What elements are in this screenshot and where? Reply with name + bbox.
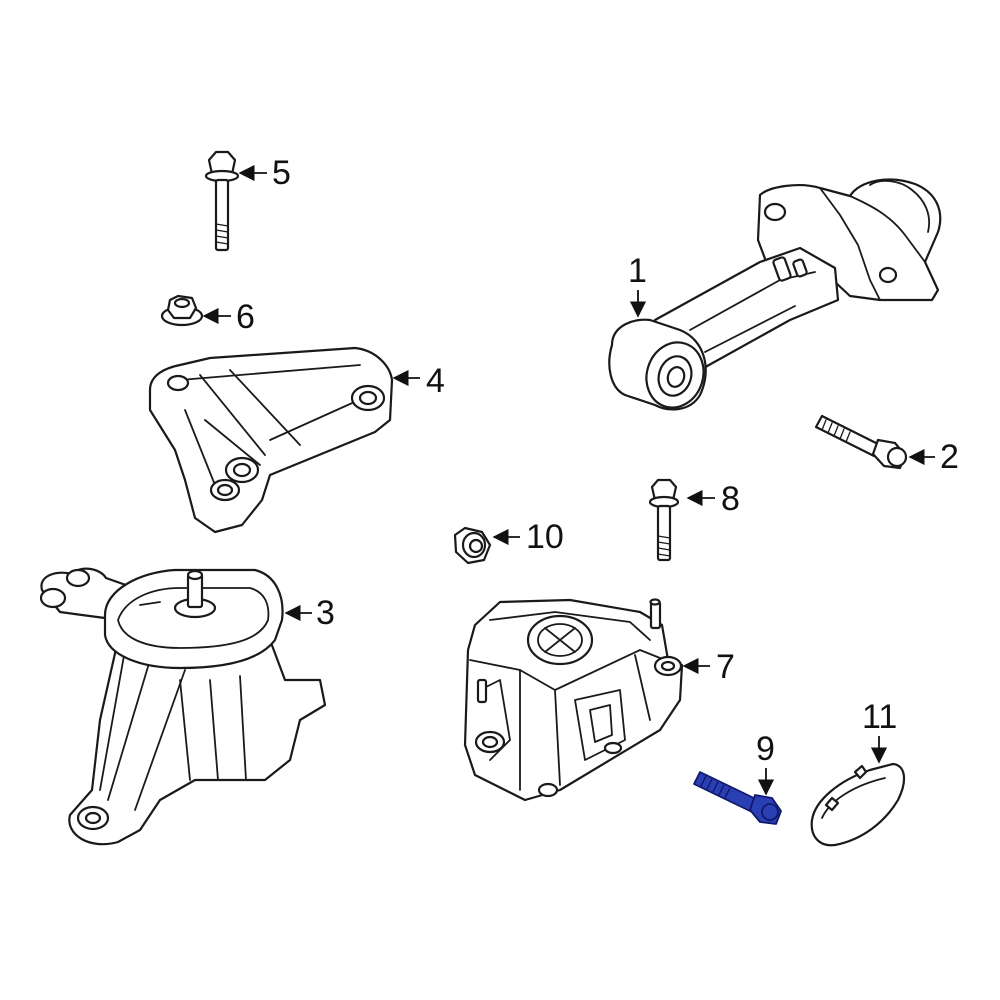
- callout-1: 1: [628, 252, 647, 318]
- callout-label-1: 1: [628, 252, 647, 290]
- part-5-bolt: [204, 150, 240, 252]
- callout-3: 3: [284, 594, 335, 632]
- callout-label-9: 9: [756, 730, 775, 768]
- part-6-nut: [160, 294, 204, 327]
- part-9-bolt-highlighted: [693, 771, 782, 825]
- callout-label-7: 7: [716, 648, 735, 686]
- callout-10: 10: [492, 518, 564, 556]
- callout-label-10: 10: [526, 518, 564, 556]
- callout-5: 5: [238, 154, 291, 192]
- callout-6: 6: [202, 298, 255, 336]
- part-7-transmission-mount: [463, 598, 684, 802]
- part-11-cover: [810, 762, 906, 847]
- callout-label-6: 6: [236, 298, 255, 336]
- part-10-nut: [453, 526, 492, 565]
- callout-label-4: 4: [426, 362, 445, 400]
- callout-11: 11: [862, 698, 897, 764]
- callout-label-5: 5: [272, 154, 291, 192]
- callout-label-11: 11: [862, 698, 897, 736]
- part-1-torque-rod: [608, 178, 942, 411]
- callout-4: 4: [392, 362, 445, 400]
- callout-9: 9: [756, 730, 775, 796]
- callout-label-2: 2: [940, 438, 959, 476]
- callout-label-3: 3: [316, 594, 335, 632]
- callout-label-8: 8: [721, 480, 740, 518]
- part-8-bolt: [648, 478, 680, 562]
- part-4-bracket: [148, 346, 394, 534]
- callout-7: 7: [682, 648, 735, 686]
- part-2-bolt: [814, 414, 908, 470]
- callout-2: 2: [908, 438, 959, 476]
- part-3-engine-mount: [39, 567, 327, 846]
- callout-8: 8: [686, 480, 740, 518]
